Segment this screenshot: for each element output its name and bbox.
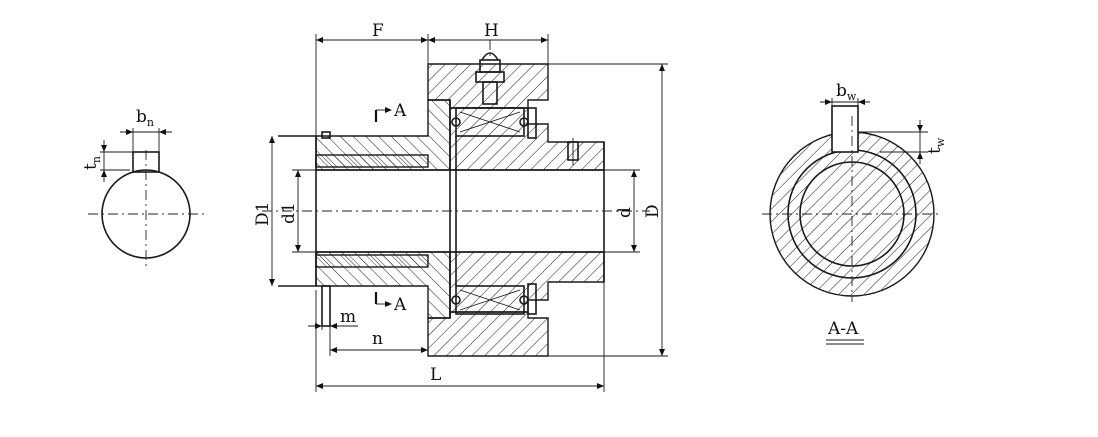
dim-m-label: m [340,307,356,327]
shaft-end-view: bn tn [81,107,206,266]
section-AA-view: bw tw A-A [762,81,947,345]
keyway [831,105,859,153]
dim-L-label: L [430,365,441,385]
svg-text:A: A [393,101,407,121]
coupling-section-view: F H L n m D1 d1 [253,21,668,392]
bearing-top [455,107,525,137]
svg-text:A: A [393,295,407,315]
dim-F-label: F [372,21,384,41]
shaft-key [132,151,160,173]
dim-d1-label: d1 [279,202,299,224]
dim-d-label: d [615,207,635,218]
dim-n-label: n [372,329,383,349]
bw-label: bw [836,81,857,103]
grease-nipple [475,52,505,105]
section-marker-top: A [374,101,407,122]
dim-D-label: D [643,204,663,218]
hub-top [449,107,605,171]
section-AA-label: A-A [827,319,859,339]
bn-label: bn [136,107,154,129]
dim-D1-label: D1 [253,202,273,226]
tw-label: tw [925,137,947,154]
tn-label: tn [81,156,103,170]
section-marker-bottom: A [374,292,407,315]
dim-H-label: H [484,21,499,41]
bearing-bottom [455,285,525,315]
